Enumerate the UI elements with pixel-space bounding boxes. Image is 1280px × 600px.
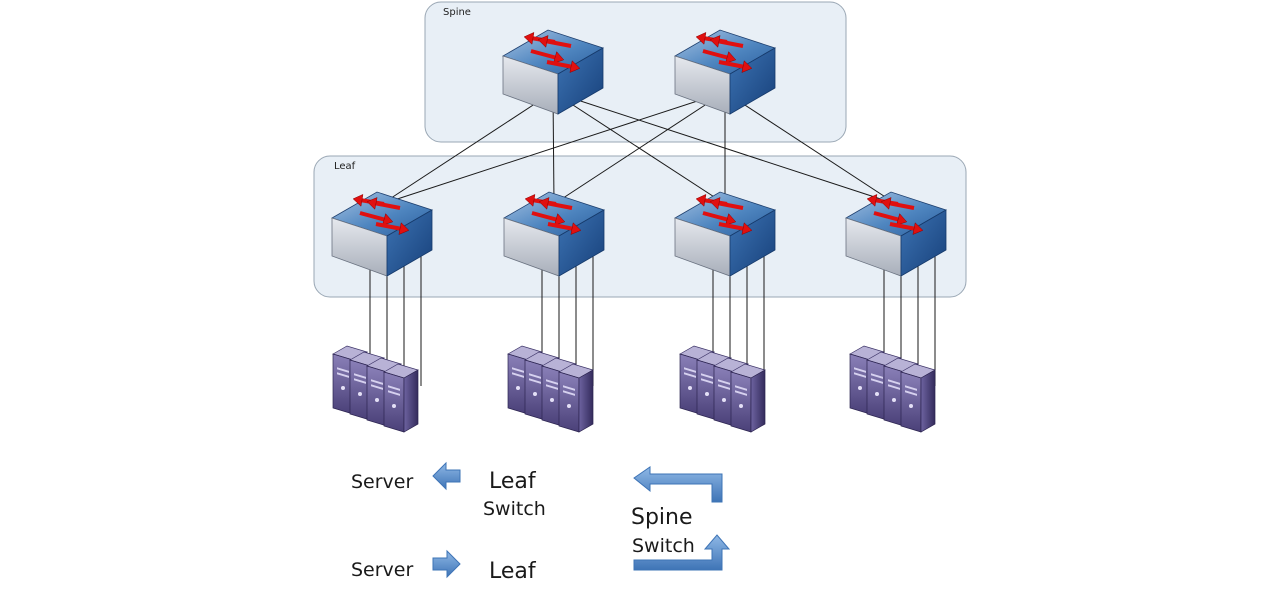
legend-row1-leaf: Leaf [489, 469, 537, 494]
server-tower-icon [730, 363, 766, 433]
return-arrow-top-icon [633, 466, 723, 503]
spine-switch-1 [502, 29, 604, 115]
server-tower-icon [900, 363, 936, 433]
server-tower-icon [383, 363, 419, 433]
legend-row1-server: Server [351, 471, 413, 493]
arrow-right-icon [432, 549, 461, 579]
switch-arrows-icon [866, 193, 924, 235]
link-spine-switch-1-leaf-switch-1 [381, 91, 554, 205]
legend-switch-label: Switch [632, 535, 695, 557]
switch-arrows-icon [695, 31, 753, 73]
leaf-switch-3 [674, 191, 776, 277]
server-tower-icon [558, 363, 594, 433]
legend-spine-label: Spine [631, 505, 693, 530]
switches [331, 29, 947, 277]
legend-row2-leaf: Leaf [489, 559, 537, 584]
switch-arrows-icon [352, 193, 410, 235]
link-spine-switch-2-leaf-switch-4 [724, 91, 897, 205]
server-group-4 [849, 345, 936, 433]
leaf-server-links [369, 254, 936, 386]
spine-switch-2 [674, 29, 776, 115]
switch-arrows-icon [523, 31, 581, 73]
spine-group-label: Spine [443, 7, 471, 18]
leaf-switch-4 [845, 191, 947, 277]
switch-arrows-icon [695, 193, 753, 235]
link-spine-switch-2-leaf-switch-2 [553, 91, 726, 205]
server-group-3 [679, 345, 766, 433]
leaf-switch-2 [503, 191, 605, 277]
leaf-group-box [313, 155, 967, 298]
leaf-group-label: Leaf [334, 161, 356, 172]
server-group-1 [332, 345, 419, 433]
legend-row2-server: Server [351, 559, 413, 581]
spine-leaf-links [381, 91, 897, 205]
legend: Server Leaf Switch Server Leaf Spine Swi… [351, 461, 731, 584]
legend-row1-switch: Switch [483, 498, 546, 520]
server-group-2 [507, 345, 594, 433]
server-groups [332, 345, 936, 433]
link-spine-switch-2-leaf-switch-1 [381, 91, 726, 205]
switch-arrows-icon [524, 193, 582, 235]
arrow-left-icon [432, 461, 461, 491]
return-arrow-bottom-icon [633, 534, 731, 571]
leaf-switch-1 [331, 191, 433, 277]
